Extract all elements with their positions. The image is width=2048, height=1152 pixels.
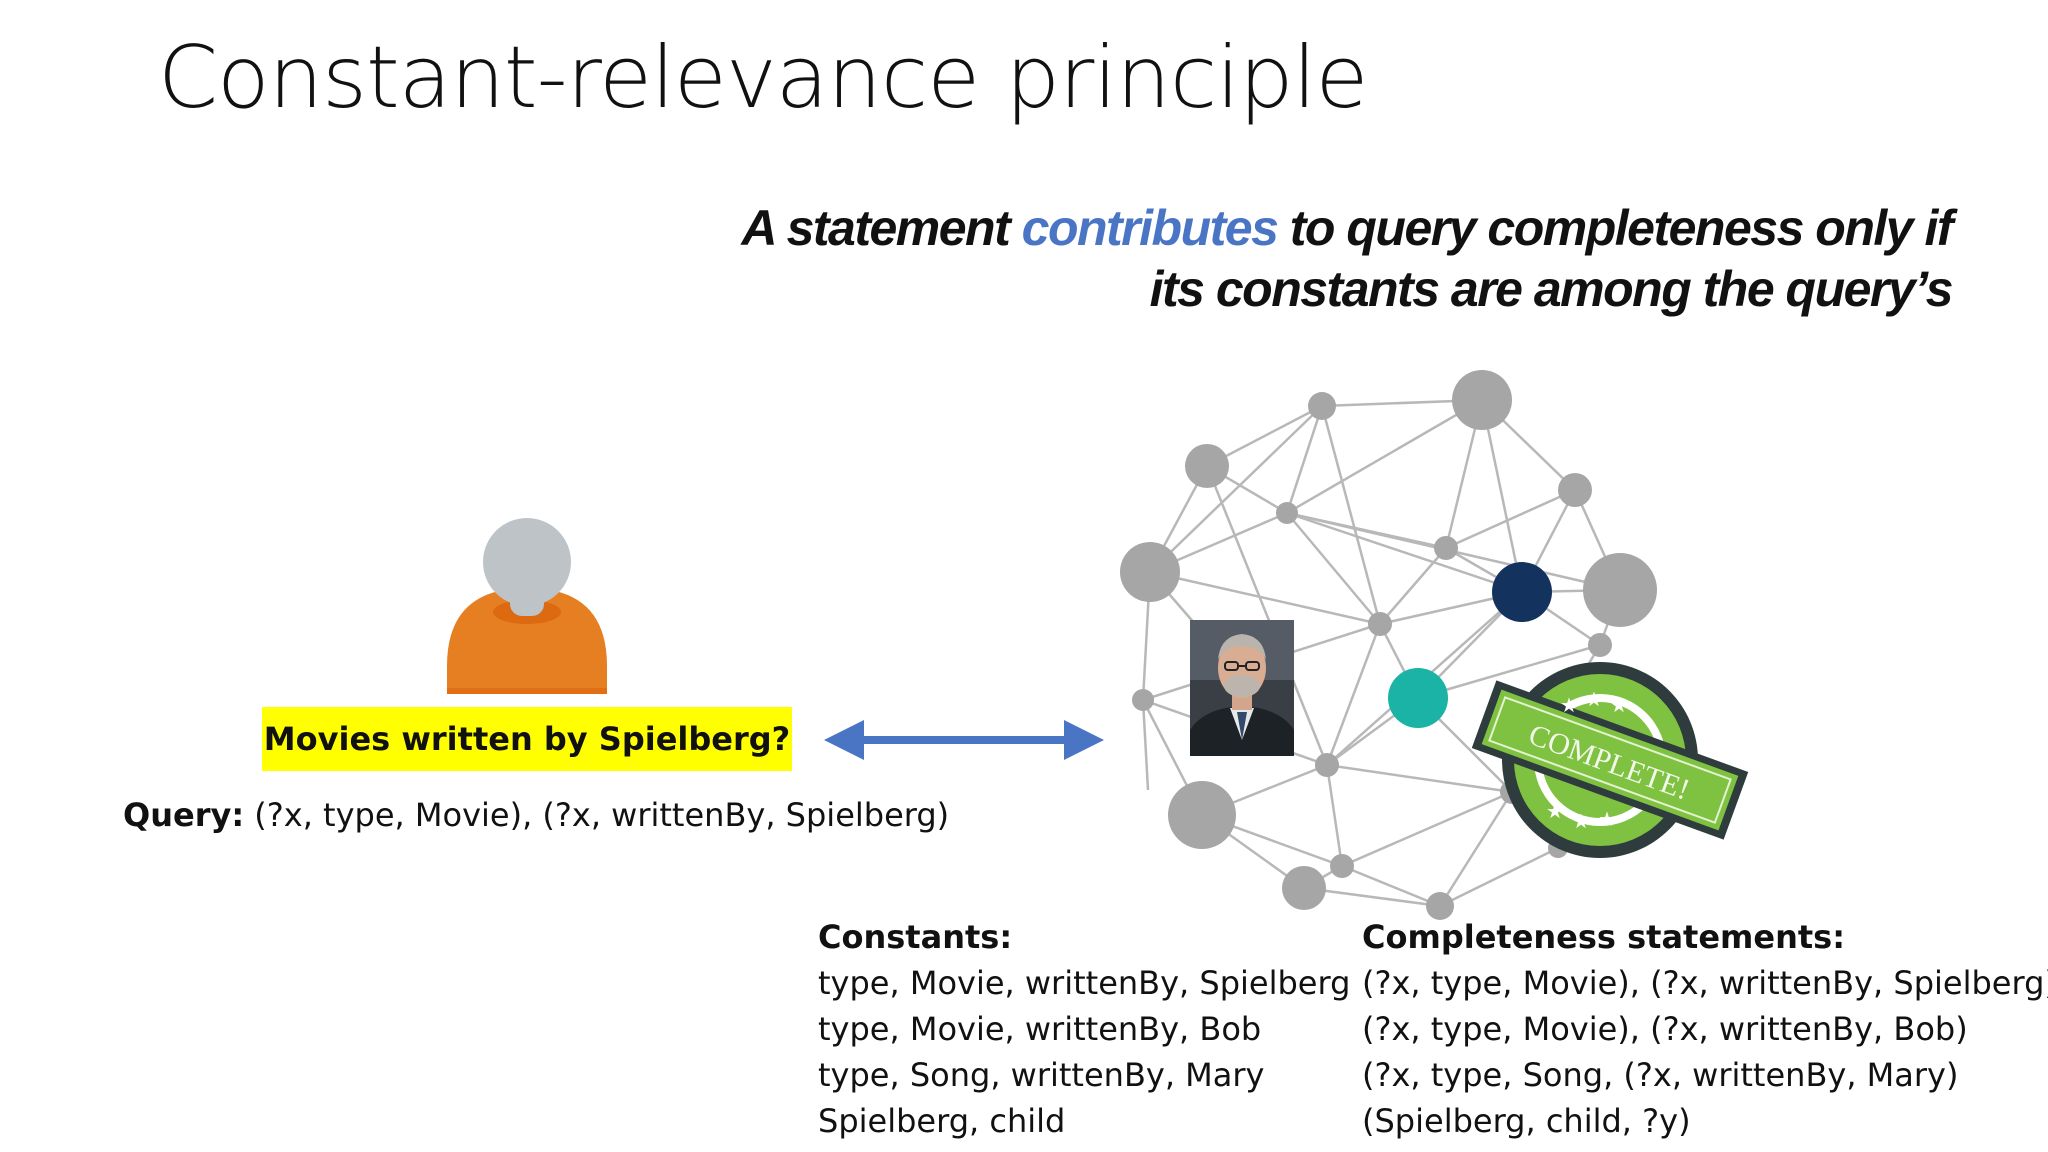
statement-row: (Spielberg, child, ?y) [1362,1102,1691,1140]
svg-text:★: ★ [1585,687,1603,711]
query-formula: Query: (?x, type, Movie), (?x, writtenBy… [123,796,949,834]
statement-row: (?x, type, Song, (?x, writtenBy, Mary) [1362,1056,1959,1094]
principle-text-end: to query completeness only if [1277,200,1954,256]
constants-column: Constants: type, Movie, writtenBy, Spiel… [818,914,1350,1144]
principle-text-start: A statement [741,200,1022,256]
constants-heading: Constants: [818,918,1013,956]
query-question: Movies written by Spielberg? [262,707,792,771]
portrait-photo [1190,620,1294,756]
principle-statement: A statement contributes to query complet… [552,198,1954,320]
user-avatar-icon [447,518,607,694]
svg-text:★: ★ [1572,809,1590,833]
knowledge-graph-icon [1120,370,1657,920]
double-arrow-icon [824,720,1104,760]
svg-text:★: ★ [1610,693,1628,717]
query-text: (?x, type, Movie), (?x, writtenBy, Spiel… [244,796,950,834]
statement-row: (?x, type, Movie), (?x, writtenBy, Bob) [1362,1010,1968,1048]
statement-row: (?x, type, Movie), (?x, writtenBy, Spiel… [1362,964,2048,1002]
svg-text:★: ★ [1546,799,1564,823]
slide-title: Constant-relevance principle [158,28,1368,128]
svg-text:★: ★ [1560,693,1578,717]
constants-row: Spielberg, child [818,1102,1066,1140]
complete-stamp-icon: COMPLETE! ★ ★ ★ ★ ★ ★ [1471,662,1749,858]
query-label: Query: [123,796,245,834]
constants-row: type, Song, writtenBy, Mary [818,1056,1265,1094]
constants-row: type, Movie, writtenBy, Spielberg [818,964,1351,1002]
statements-column: Completeness statements: (?x, type, Movi… [1362,914,2048,1144]
principle-highlight: contributes [1021,200,1279,256]
statements-heading: Completeness statements: [1362,918,1846,956]
principle-line-2: its constants are among the query’s [1149,261,1954,317]
constants-row: type, Movie, writtenBy, Bob [818,1010,1262,1048]
svg-text:★: ★ [1598,807,1616,831]
